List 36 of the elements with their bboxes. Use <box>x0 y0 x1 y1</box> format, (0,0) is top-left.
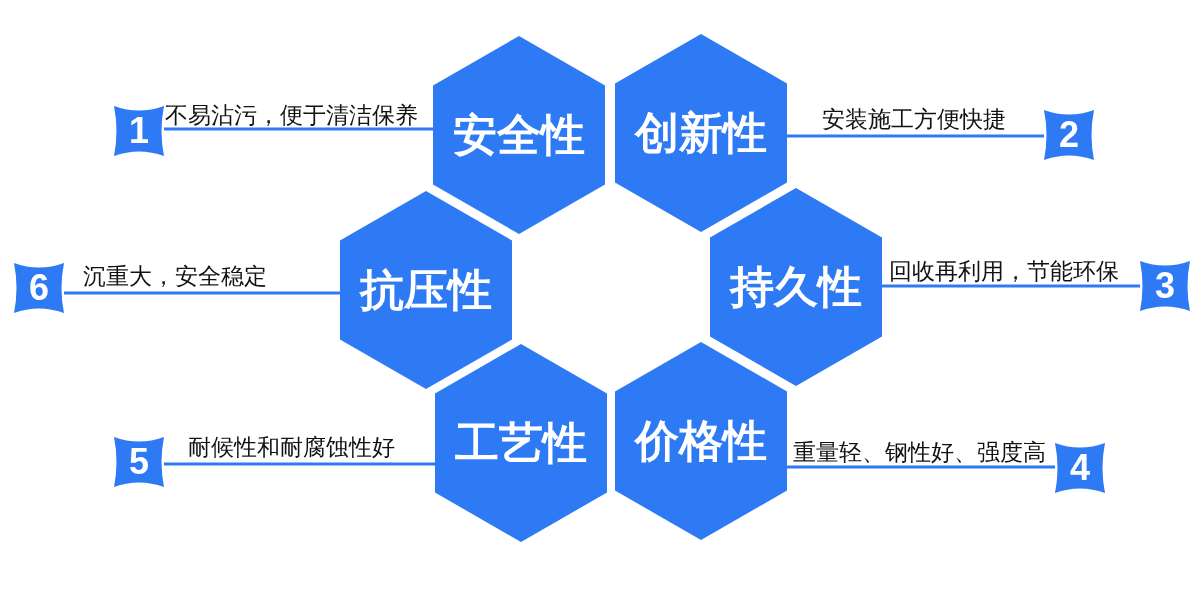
number-badge <box>114 106 164 156</box>
edge-label: 不易沾污，便于清洁保养 <box>165 103 418 127</box>
hexagon-label: 工艺性 <box>455 418 587 468</box>
edge-label: 沉重大，安全稳定 <box>83 264 267 288</box>
number-badge <box>1055 443 1105 493</box>
badge-number: 5 <box>129 444 149 480</box>
edge-label: 回收再利用，节能环保 <box>889 259 1119 283</box>
number-badge <box>114 437 164 487</box>
connector-line <box>64 291 340 295</box>
badge-number: 1 <box>129 113 149 149</box>
hexagon-label: 持久性 <box>730 262 862 312</box>
badge-number: 2 <box>1059 117 1079 153</box>
hexagon-label: 创新性 <box>635 108 767 158</box>
hexagon <box>340 191 512 389</box>
number-badge <box>14 263 64 313</box>
hexagon-label: 价格性 <box>635 416 767 466</box>
hexagon-label: 抗压性 <box>360 265 492 315</box>
badge-number: 4 <box>1070 450 1090 486</box>
hexagon <box>710 188 882 386</box>
edge-label: 安装施工方便快捷 <box>822 107 1006 131</box>
hexagon-label: 安全性 <box>453 110 585 160</box>
hexagon <box>615 342 787 540</box>
number-badge <box>1044 110 1094 160</box>
edge-label: 耐候性和耐腐蚀性好 <box>188 435 395 459</box>
hexagon <box>433 36 605 234</box>
connector-line <box>882 284 1140 288</box>
badge-number: 6 <box>29 270 49 306</box>
connector-line <box>787 134 1044 138</box>
badge-number: 3 <box>1155 268 1175 304</box>
edge-label: 重量轻、钢性好、强度高 <box>793 440 1046 464</box>
hexagon <box>615 34 787 232</box>
connector-line <box>164 462 435 466</box>
hexagon <box>435 344 607 542</box>
connector-line <box>164 127 433 131</box>
number-badge <box>1140 261 1190 311</box>
connector-line <box>787 465 1055 469</box>
